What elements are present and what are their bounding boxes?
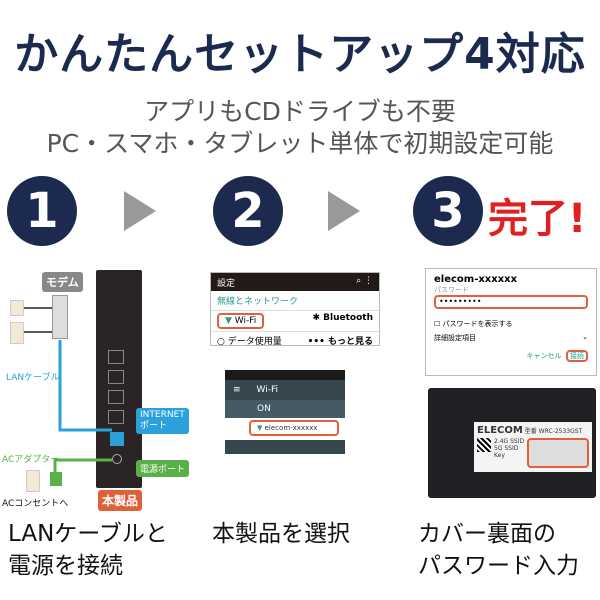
qr-code (477, 438, 491, 452)
arrow-right-icon (328, 191, 360, 231)
step-1-badge: 1 (7, 176, 77, 246)
product-label: 本製品 (98, 490, 143, 511)
connect-button[interactable]: 接続 (566, 350, 588, 362)
status-bar (225, 370, 345, 380)
wifi-item[interactable]: ▼ Wi-Fi (217, 313, 265, 329)
outlet-icon (10, 322, 24, 344)
wifi-toggle[interactable]: ON (225, 400, 345, 418)
ac-outlet-label: ACコンセントへ (2, 499, 69, 509)
complete-label: 完了! (488, 196, 587, 242)
data-usage-item[interactable]: ○ データ使用量 (217, 337, 282, 347)
password-input[interactable]: ••••••••• (434, 295, 588, 309)
wifi-screen: ≡ Wi-Fi ON ▼ elecom-xxxxxx (225, 370, 345, 454)
password-label: パスワード (434, 286, 469, 294)
menu-icon[interactable]: ≡ (233, 385, 241, 395)
router-rear-panel (96, 270, 142, 488)
wifi-icon: ▼ (225, 316, 232, 326)
outlet-icon (26, 470, 40, 492)
step-3-badge: 3 (413, 176, 483, 246)
search-icon[interactable]: ⌕ ⋮ (356, 276, 373, 286)
subtitle-line2: PC・スマホ・タブレット単体で初期設定可能 (46, 129, 554, 158)
advanced-options[interactable]: 詳細設定項目⌄ (434, 333, 588, 342)
credentials-highlight (527, 438, 589, 468)
more-item[interactable]: ••• もっと見る (307, 337, 373, 347)
step-2-badge: 2 (213, 176, 283, 246)
settings-title: 設定 (217, 279, 236, 289)
wifi-screen-title: Wi-Fi (256, 385, 279, 395)
arrow-right-icon (124, 191, 156, 231)
modem-label: モデム (42, 272, 83, 292)
power-port-label: 電源ポート (136, 460, 190, 477)
ac-plug-icon (50, 472, 62, 486)
ac-adapter-label: ACアダプター (2, 455, 60, 465)
connection-diagram: モデム LANケーブル INTERNET ポート ACアダプター 電源ポート A… (0, 262, 200, 512)
modem-icon (52, 295, 68, 339)
dialog-ssid: elecom-xxxxxx (434, 274, 518, 285)
bluetooth-item[interactable]: ✱ Bluetooth (312, 313, 373, 323)
network-item[interactable]: ▼ elecom-xxxxxx (249, 420, 339, 436)
settings-screen: 設定 ⌕ ⋮ 無線とネットワーク ▼ Wi-Fi ✱ Bluetooth ○ デ… (210, 272, 380, 347)
show-password-checkbox[interactable]: ☐ パスワードを表示する (434, 320, 513, 328)
bluetooth-icon: ✱ (312, 313, 321, 323)
section-header: 無線とネットワーク (217, 297, 299, 307)
chevron-down-icon: ⌄ (582, 333, 588, 341)
page-title: かんたんセットアップ4対応 (14, 29, 586, 80)
lan-cable-label: LANケーブル (6, 373, 60, 383)
step-3-caption: カバー裏面のパスワード入力 (418, 521, 579, 579)
wifi-icon: ▼ (257, 424, 263, 432)
wall-jack-icon (10, 300, 24, 316)
subtitle-line1: アプリもCDドライブも不要 (144, 97, 456, 126)
step-1-caption: LANケーブルと電源を接続 (8, 521, 168, 579)
step-2-caption: 本製品を選択 (212, 521, 350, 547)
password-dialog: elecom-xxxxxx パスワード ••••••••• ☐ パスワードを表示… (425, 268, 597, 376)
cancel-button[interactable]: キャンセル (526, 352, 562, 360)
internet-port-label: INTERNET ポート (136, 408, 189, 434)
